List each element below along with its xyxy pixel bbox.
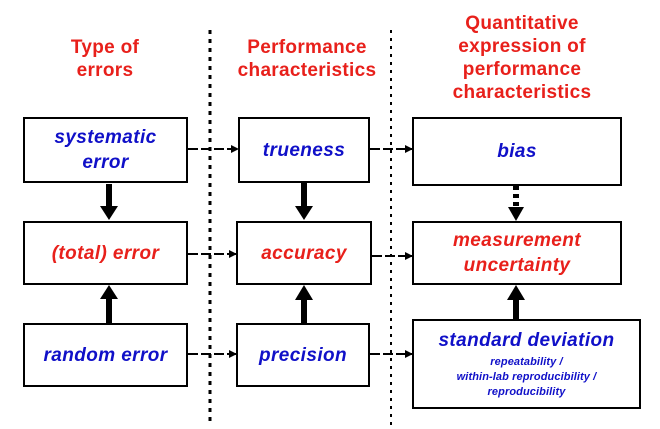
separator-left (208, 30, 212, 425)
box-trueness-label: trueness (262, 139, 346, 161)
box-random-error: random error (23, 323, 188, 387)
box-systematic-error-label: systematic error (54, 127, 157, 173)
box-accuracy-label: accuracy (261, 242, 347, 264)
box-precision-label: precision (258, 344, 348, 366)
arrow-bias-to-uncertainty (508, 186, 524, 221)
separator-right (390, 30, 392, 425)
box-standard-deviation-label: standard deviation (438, 330, 615, 351)
arrow-trueness-to-accuracy (295, 183, 313, 220)
box-measurement-uncertainty: measurement uncertainty (412, 221, 622, 285)
header-type-of-errors: Type of errors (70, 37, 140, 81)
box-total-error-label: (total) error (51, 242, 160, 264)
box-measurement-uncertainty-label: measurement uncertainty (453, 230, 581, 276)
header-quantitative-expression: Quantitative expression of performance c… (452, 13, 592, 103)
box-bias: bias (412, 117, 622, 186)
box-precision: precision (236, 323, 370, 387)
arrow-systematic-to-total (100, 184, 118, 220)
box-total-error: (total) error (23, 221, 188, 285)
box-standard-deviation: standard deviation repeatability / withi… (412, 319, 641, 409)
box-random-error-label: random error (43, 344, 168, 366)
box-accuracy: accuracy (236, 221, 372, 285)
box-standard-deviation-details: repeatability / within-lab reproducibili… (456, 356, 597, 398)
box-trueness: trueness (238, 117, 370, 183)
arrow-precision-to-accuracy (295, 285, 313, 324)
box-bias-label: bias (497, 141, 537, 162)
arrow-random-to-total (100, 285, 118, 323)
arrow-sd-to-uncertainty (507, 285, 525, 320)
header-performance-characteristics: Performance characteristics (237, 37, 377, 81)
box-systematic-error: systematic error (23, 117, 188, 183)
